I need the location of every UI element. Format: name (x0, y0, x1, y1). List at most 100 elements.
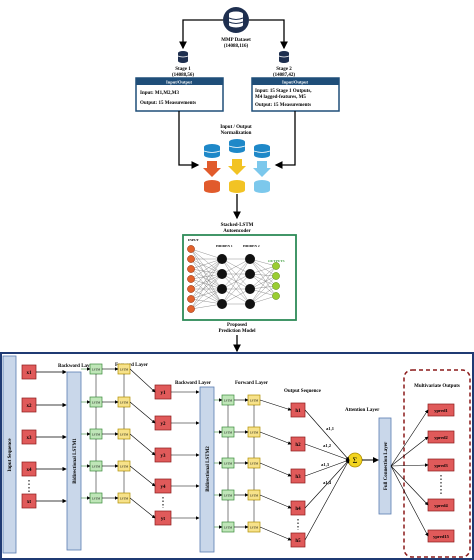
h-to-attention-arrow (304, 443, 350, 461)
neural-network-graph (187, 245, 280, 313)
io-left-to-norm-arrow (178, 111, 200, 169)
input-node-x4-label: x4 (27, 468, 33, 473)
nn-output-node (272, 272, 280, 280)
stage1-label: Stage 1 (175, 67, 191, 72)
input-node-x3-label: x3 (27, 436, 33, 441)
nn-input-node (187, 265, 195, 273)
bilstm2-forward-cell-label: LSTM (250, 526, 259, 530)
nn-connection (190, 288, 223, 310)
output-node-h3-label: h3 (295, 475, 301, 480)
nn-hidden1-node (217, 299, 227, 309)
forward-layer-2-label: Forward Layer (235, 381, 269, 386)
forward2-to-h-arrow (259, 462, 292, 477)
nn-output-node (272, 282, 280, 290)
input-node-x2-label: x2 (27, 404, 33, 409)
dataset-icon (223, 7, 249, 33)
nn-input-node (187, 305, 195, 313)
nn-connection (190, 288, 223, 300)
output-node-h1-label: h1 (295, 409, 301, 414)
dataset-dims: (14088,116) (224, 44, 249, 49)
prediction-node-label: ypred1 (434, 408, 448, 413)
nn-connection (190, 273, 223, 310)
bilstm2-bar (199, 386, 215, 553)
nn-connection (190, 258, 223, 275)
dataset-to-stage2-arrow (249, 19, 288, 50)
bilstm1-label: Bidirectional LSTM1 (73, 438, 78, 484)
bilstm1-backward-cell-label: LSTM (92, 368, 101, 372)
forward2-to-h-arrow (259, 494, 292, 509)
autoencoder-label-2: Autoencoder (223, 229, 251, 234)
input-sequence-bar (2, 355, 17, 554)
nn-connection (190, 303, 223, 310)
bilstm1-forward-cell-label: LSTM (120, 368, 129, 372)
nn-connection (190, 288, 223, 305)
sum-symbol: Σ (353, 456, 358, 465)
hidden-node-y2-label: y2 (161, 422, 167, 427)
nn-connection (221, 258, 251, 275)
bilstm2-backward-cell-label: LSTM (224, 462, 233, 466)
hidden-node-y4-label: y4 (161, 485, 167, 490)
nn-output-node (272, 292, 280, 300)
bilstm1-backward-cell-label: LSTM (92, 433, 101, 437)
nn-input-node (187, 255, 195, 263)
io-input-right-2: M4 lagged-features, M5 (255, 95, 306, 100)
nn-hidden2-label: HIDDEN 2 (243, 244, 260, 248)
forward-to-y-arrow (129, 465, 156, 487)
nn-connection (249, 265, 277, 305)
bilstm2-forward-cell-label: LSTM (250, 431, 259, 435)
bilstm1-forward-cell-label: LSTM (120, 401, 129, 405)
normalization-label-2: Normalization (221, 131, 252, 136)
nn-connection (249, 258, 277, 287)
bilstm2-forward-cell-label: LSTM (250, 494, 259, 498)
nn-connection (190, 258, 223, 310)
prediction-node-label: ypred4 (434, 503, 448, 508)
output-node-h5-label: h5 (295, 539, 301, 544)
nn-connection (221, 258, 251, 305)
nn-hidden1-label: HIDDEN 1 (216, 244, 233, 248)
forward-to-y-arrow (129, 433, 156, 456)
io-output-left: Output: 15 Measurements (140, 101, 196, 106)
hidden-node-y5-label: yt (161, 517, 166, 522)
bilstm1-forward-cell-label: LSTM (120, 465, 129, 469)
input-node-x1-label: x1 (27, 371, 33, 376)
nn-connection (249, 275, 277, 305)
bilstm2-backward-cell-label: LSTM (224, 431, 233, 435)
forward-to-y-arrow (129, 401, 156, 424)
fc-to-prediction-arrow (390, 465, 429, 537)
io-title-left: Input/Output (166, 80, 193, 85)
attention-layer-label: Attention Layer (345, 408, 380, 413)
nn-connection (190, 273, 223, 290)
bilstm1-backward-cell-label: LSTM (92, 401, 101, 405)
stage1-icon (177, 51, 189, 63)
full-connection-label: Full Connection Layer (384, 441, 389, 490)
h-to-attention-arrow (304, 459, 350, 477)
bilstm1-bar (66, 371, 82, 551)
bilstm1-backward-cell-label: LSTM (92, 497, 101, 501)
hidden-node-y3-label: y3 (161, 454, 167, 459)
output-sequence-label: Output Sequence (284, 389, 322, 394)
bilstm2-forward-cell-label: LSTM (250, 462, 259, 466)
nn-hidden1-node (217, 254, 227, 264)
nn-connection (190, 258, 223, 300)
bilstm2-backward-cell-label: LSTM (224, 494, 233, 498)
stage2-label: Stage 2 (276, 67, 292, 72)
nn-connection (190, 273, 223, 300)
stage2-dims: (14087,42) (273, 73, 295, 78)
h-to-attention-arrow (304, 409, 350, 461)
nn-hidden2-node (245, 269, 255, 279)
bilstm2-label: Bidirectional LSTM2 (206, 446, 211, 492)
normalization-icon (203, 139, 271, 193)
fc-to-prediction-arrow (390, 463, 429, 467)
nn-connection (190, 268, 223, 275)
forward2-to-h-arrow (259, 526, 292, 541)
forward2-to-h-arrow (259, 399, 292, 411)
fc-to-prediction-arrow (390, 436, 429, 467)
nn-hidden1-node (217, 284, 227, 294)
backward-layer-2-label: Backword Layer (175, 381, 212, 386)
nn-connection (190, 248, 223, 275)
nn-output-node (272, 262, 280, 270)
bilstm1-forward-cell-label: LSTM (120, 433, 129, 437)
input-node-x5-label: xt (27, 500, 32, 505)
forward2-to-h-arrow (259, 431, 292, 445)
